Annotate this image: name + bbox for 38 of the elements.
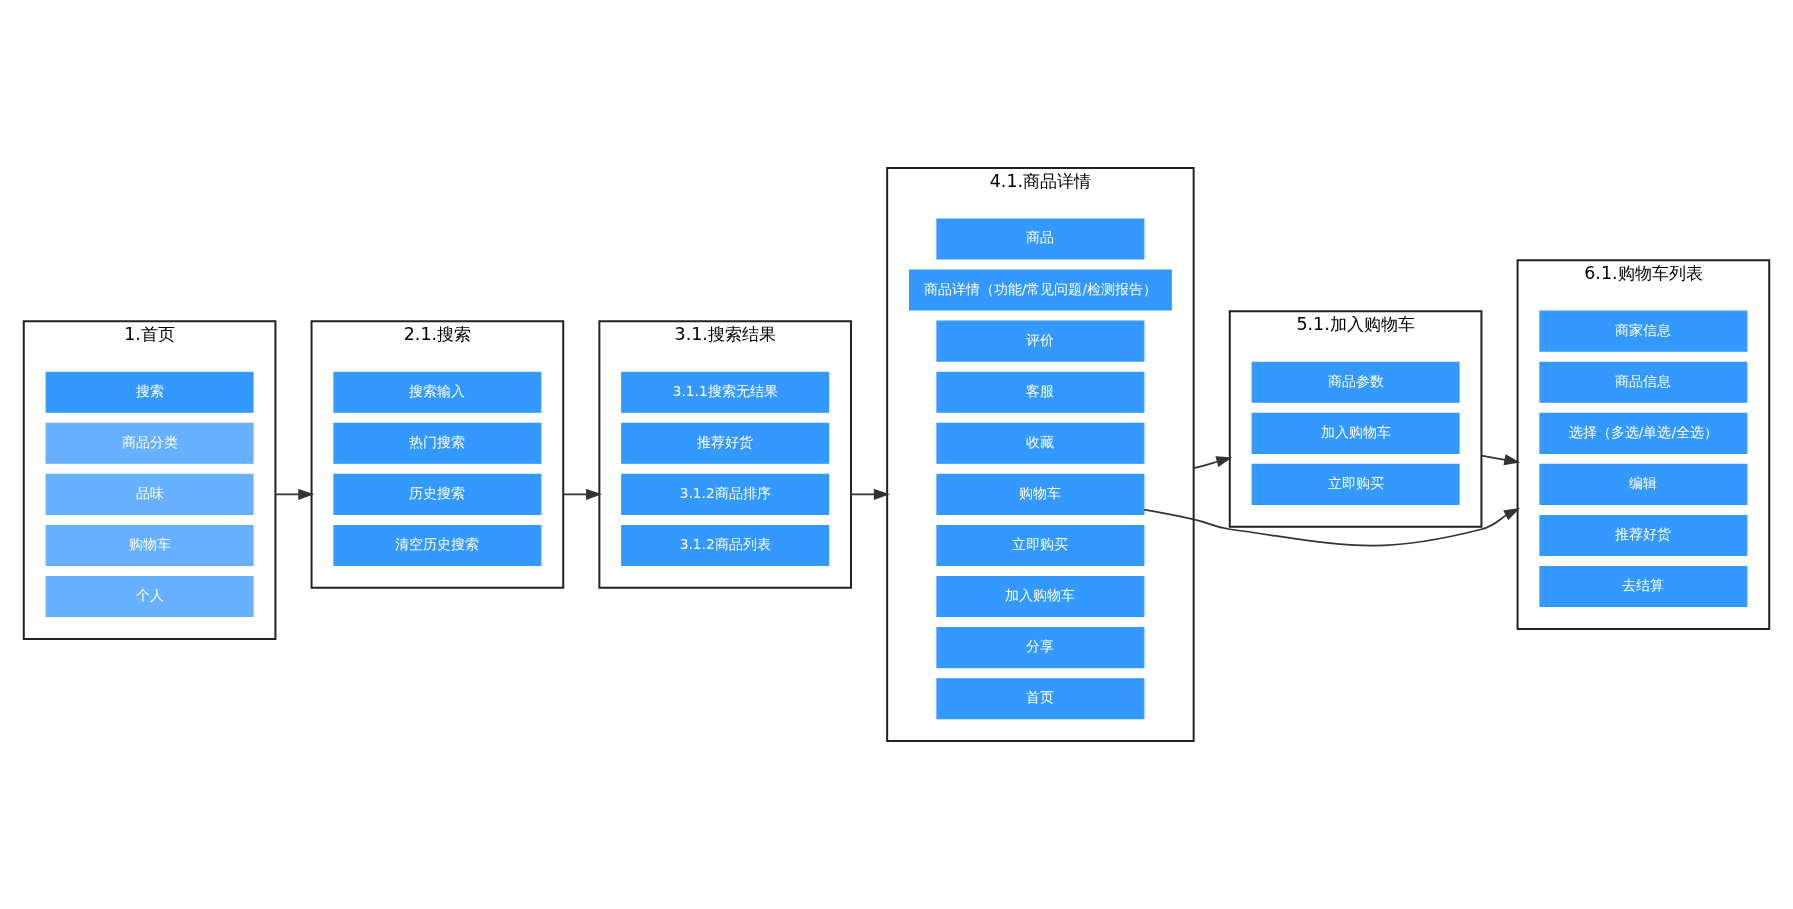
arrow — [850, 488, 890, 500]
node-box: 搜索输入 — [333, 371, 542, 413]
node-box: 加入购物车 — [936, 575, 1145, 618]
node-box: 商品详情（功能/常见问题/检测报告） — [908, 269, 1172, 311]
node-box: 加入购物车 — [1251, 412, 1460, 454]
node-box: 清空历史搜索 — [333, 524, 542, 566]
node-box: 商家信息 — [1539, 310, 1748, 352]
arrow — [274, 488, 315, 500]
node-box: 购物车 — [936, 473, 1145, 515]
node-box: 客服 — [936, 371, 1145, 413]
node-box: 推荐好货 — [1539, 514, 1748, 557]
node-box: 3.1.2商品排序 — [621, 473, 830, 515]
arrow — [1192, 456, 1233, 470]
node-box: 立即购买 — [1251, 463, 1460, 505]
node-box: 个人 — [45, 575, 254, 618]
arrow — [562, 488, 602, 500]
node-box: 3.1.1搜索无结果 — [621, 371, 830, 413]
node-box: 立即购买 — [936, 524, 1145, 566]
node-box: 品味 — [45, 473, 254, 515]
node-box: 选择（多选/单选/全选） — [1539, 412, 1748, 454]
node-box: 收藏 — [936, 422, 1145, 464]
node-box: 推荐好货 — [621, 422, 830, 464]
node-box: 商品信息 — [1539, 361, 1748, 403]
arrow — [1480, 454, 1521, 466]
arrow — [1143, 508, 1520, 547]
node-box: 历史搜索 — [333, 473, 542, 515]
node-box: 评价 — [936, 320, 1145, 362]
node-box: 编辑 — [1539, 463, 1748, 505]
node-box: 分享 — [936, 627, 1145, 669]
node-box: 去结算 — [1539, 566, 1748, 608]
node-box: 热门搜索 — [333, 422, 542, 464]
node-box: 首页 — [936, 678, 1145, 720]
node-box: 购物车 — [45, 524, 254, 566]
node-box: 3.1.2商品列表 — [621, 524, 830, 566]
node-box: 商品参数 — [1251, 361, 1460, 403]
node-box: 商品 — [936, 218, 1145, 260]
node-box: 搜索 — [45, 371, 254, 413]
node-box: 商品分类 — [45, 422, 254, 464]
